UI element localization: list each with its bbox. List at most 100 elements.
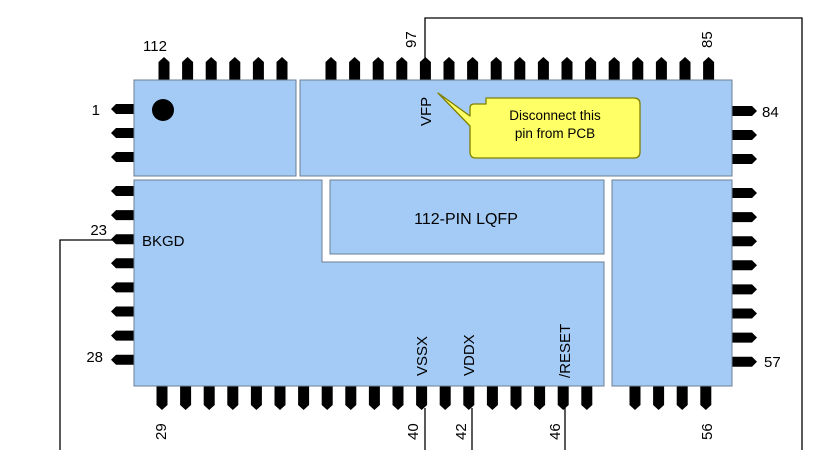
left-pin-row bbox=[111, 104, 134, 365]
pin1-marker-dot bbox=[152, 99, 174, 121]
pin bbox=[227, 386, 239, 410]
signal-bkgd: BKGD bbox=[142, 233, 185, 250]
pin bbox=[298, 386, 310, 410]
pin bbox=[732, 236, 757, 247]
pin bbox=[416, 386, 428, 410]
pin bbox=[486, 386, 498, 410]
pin bbox=[732, 154, 757, 164]
pin bbox=[111, 152, 134, 162]
pin bbox=[463, 386, 475, 410]
right-pin-row bbox=[732, 106, 757, 367]
pin-number-23: 23 bbox=[90, 222, 107, 239]
pin bbox=[111, 306, 134, 317]
pin-number-85: 85 bbox=[699, 31, 716, 48]
pin bbox=[732, 130, 757, 140]
pin bbox=[608, 57, 620, 80]
pin bbox=[732, 332, 757, 343]
pin bbox=[321, 386, 333, 410]
top-pin-row bbox=[158, 57, 715, 80]
pin bbox=[537, 57, 549, 80]
pin bbox=[732, 284, 757, 295]
pin bbox=[490, 57, 502, 80]
pin bbox=[732, 308, 757, 319]
pin bbox=[676, 386, 688, 410]
pin-number-1: 1 bbox=[92, 102, 100, 119]
pin bbox=[111, 354, 134, 365]
pin bbox=[276, 57, 288, 80]
pin bbox=[158, 57, 170, 80]
pin bbox=[629, 386, 641, 410]
pin bbox=[557, 386, 569, 410]
pin bbox=[368, 386, 380, 410]
pin-number-57: 57 bbox=[764, 354, 781, 371]
wire-pin-23 bbox=[59, 239, 114, 450]
pin bbox=[679, 57, 691, 80]
pin bbox=[732, 212, 757, 223]
pin bbox=[732, 106, 757, 116]
pin bbox=[325, 57, 337, 80]
pin-number-46: 46 bbox=[547, 423, 564, 440]
pin bbox=[111, 234, 134, 245]
labels: 112-PIN LQFP BKGD VFP VSSX VDDX /RESET 1… bbox=[86, 31, 780, 440]
bottom-pin-row bbox=[156, 386, 712, 410]
chip-region-right bbox=[611, 179, 733, 387]
signal-reset: /RESET bbox=[557, 324, 574, 378]
callout-text-line2: pin from PCB bbox=[515, 126, 595, 141]
pin bbox=[111, 210, 134, 221]
pin bbox=[443, 57, 455, 80]
pin bbox=[111, 104, 134, 114]
callout-text-line1: Disconnect this bbox=[509, 108, 601, 123]
callout: Disconnect this pin from PCB bbox=[437, 92, 641, 159]
pin bbox=[111, 128, 134, 138]
wires bbox=[59, 17, 803, 450]
callout-bubble bbox=[437, 92, 641, 159]
pin bbox=[349, 57, 361, 80]
pin-number-97: 97 bbox=[403, 31, 420, 48]
chip-body bbox=[133, 79, 733, 387]
pin bbox=[156, 386, 168, 410]
pin bbox=[419, 57, 431, 80]
signal-vfp: VFP bbox=[418, 97, 435, 126]
pin bbox=[345, 386, 357, 410]
pin-number-56: 56 bbox=[699, 423, 716, 440]
pin bbox=[203, 386, 215, 410]
chip-region-center bbox=[329, 179, 605, 255]
pin-number-84: 84 bbox=[762, 104, 779, 121]
pin bbox=[111, 258, 134, 269]
pin bbox=[581, 386, 593, 410]
pin bbox=[182, 57, 194, 80]
pin-number-29: 29 bbox=[153, 423, 170, 440]
pin bbox=[372, 57, 384, 80]
pin bbox=[111, 282, 134, 293]
pin bbox=[632, 57, 644, 80]
pin-number-112: 112 bbox=[143, 38, 167, 55]
pin bbox=[467, 57, 479, 80]
pin bbox=[703, 57, 715, 80]
wire-pin-97 bbox=[424, 17, 803, 450]
pin bbox=[180, 386, 192, 410]
pin bbox=[514, 57, 526, 80]
pin bbox=[250, 386, 262, 410]
pin bbox=[732, 356, 757, 367]
package-label: 112-PIN LQFP bbox=[414, 211, 518, 228]
pin bbox=[700, 386, 712, 410]
pin bbox=[655, 57, 667, 80]
pin bbox=[732, 260, 757, 271]
pin bbox=[561, 57, 573, 80]
pin bbox=[534, 386, 546, 410]
pin bbox=[653, 386, 665, 410]
pin-number-28: 28 bbox=[86, 349, 103, 366]
pin-number-42: 42 bbox=[453, 423, 470, 440]
signal-vssx: VSSX bbox=[414, 336, 431, 376]
chip-region-main bbox=[133, 179, 605, 387]
pin bbox=[229, 57, 241, 80]
pin bbox=[274, 386, 286, 410]
pin bbox=[732, 188, 757, 198]
pin bbox=[585, 57, 597, 80]
pin-number-40: 40 bbox=[405, 423, 422, 440]
pin bbox=[396, 57, 408, 80]
pin bbox=[111, 186, 134, 196]
pin bbox=[205, 57, 217, 80]
